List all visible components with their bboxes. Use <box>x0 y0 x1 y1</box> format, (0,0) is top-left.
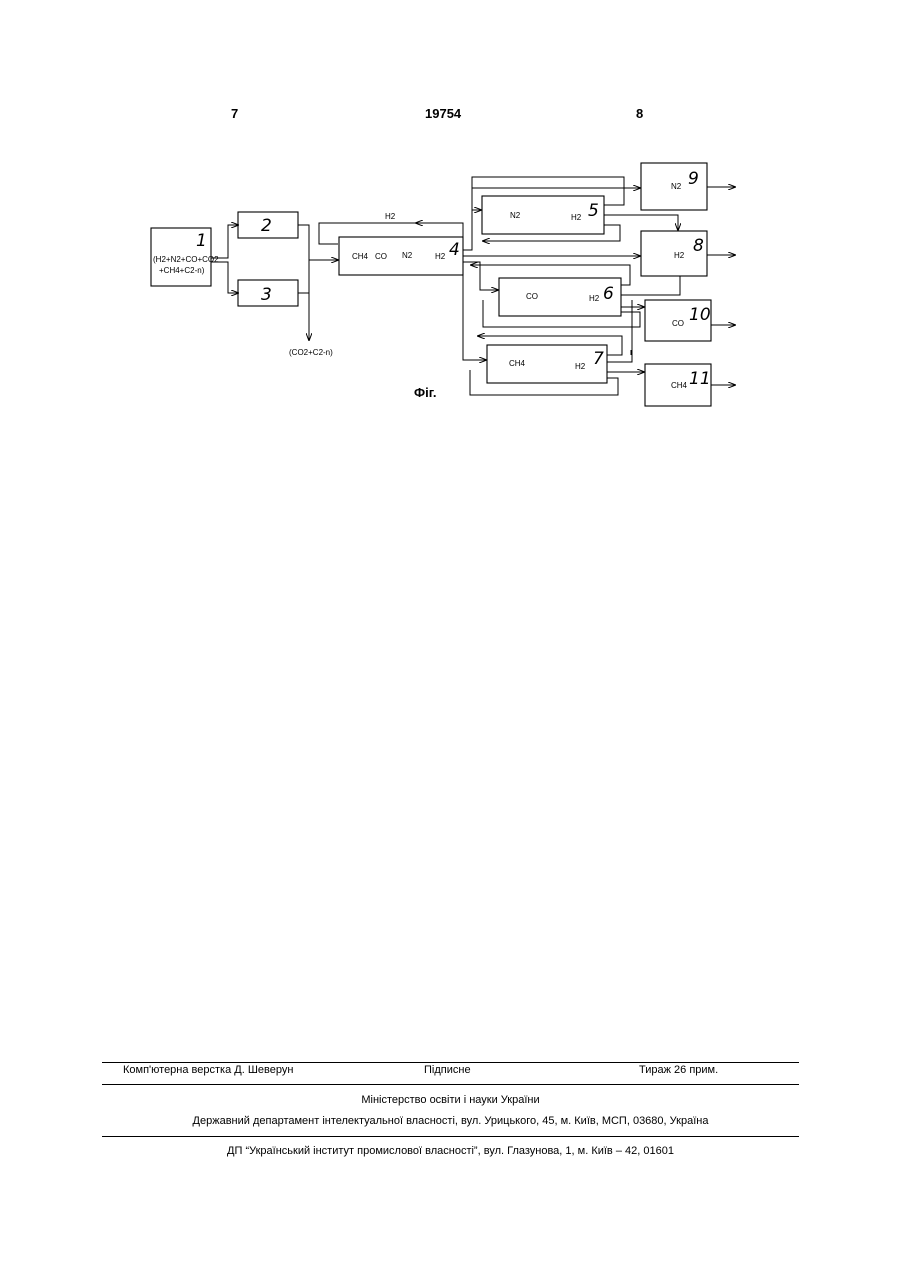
block-5-n2: N2 <box>510 211 521 220</box>
block-5-h2: H2 <box>571 213 582 222</box>
block-9-n2: N2 <box>671 182 682 191</box>
footer-signed: Підписне <box>424 1064 471 1076</box>
block-1-composition-line1: (H2+N2+CO+CO2 <box>153 255 219 264</box>
footer-typesetting: Комп'ютерна верстка Д. Шеверун <box>123 1064 293 1076</box>
block-11-ch4: CH4 <box>671 381 688 390</box>
block-2-number: 2 <box>261 216 272 236</box>
block-4-h2-recycle-label: H2 <box>385 212 396 221</box>
block-7-ch4: CH4 <box>509 359 526 368</box>
block-7-separator: 7 CH4 H2 <box>487 345 607 383</box>
block-3-number: 3 <box>261 285 272 305</box>
block-11-ch4-product: 11 CH4 <box>645 364 711 406</box>
block-3: 3 (CO2+C2-n) <box>238 280 333 357</box>
block-2: 2 <box>238 212 298 238</box>
block-9-n2-product: 9 N2 <box>641 163 707 210</box>
footer-department: Державний департамент інтелектуальної вл… <box>102 1115 799 1127</box>
footer-ministry: Міністерство освіти і науки України <box>102 1094 799 1106</box>
block-6-number: 6 <box>603 284 614 304</box>
block-6-separator: 6 CO H2 <box>499 278 621 316</box>
block-4-number: 4 <box>449 240 460 260</box>
block-6-h2: H2 <box>589 294 600 303</box>
footer-rule-middle <box>102 1084 799 1085</box>
footer-institute: ДП “Український інститут промислової вла… <box>102 1145 799 1157</box>
block-7-h2: H2 <box>575 362 586 371</box>
footer-rule-bottom <box>102 1136 799 1137</box>
block-5-separator: 5 N2 H2 <box>482 196 604 234</box>
block-4-separator: 4 CH4 CO N2 H2 <box>339 237 463 275</box>
block-7-number: 7 <box>593 349 604 369</box>
block-3-output-label: (CO2+C2-n) <box>289 348 333 357</box>
footer-circulation: Тираж 26 прим. <box>639 1064 718 1076</box>
block-1-feed: 1 (H2+N2+CO+CO2 +CH4+C2-n) <box>151 228 219 286</box>
figure-caption: Фіг. <box>414 385 436 400</box>
block-8-h2: H2 <box>674 251 685 260</box>
block-4-ch4: CH4 <box>352 252 369 261</box>
block-10-number: 10 <box>689 305 711 325</box>
block-9-number: 9 <box>688 169 699 189</box>
block-4-n2: N2 <box>402 251 413 260</box>
block-4-co: CO <box>375 252 387 261</box>
block-1-number: 1 <box>196 231 207 251</box>
block-8-number: 8 <box>693 236 704 256</box>
block-10-co-product: 10 CO <box>645 300 711 341</box>
block-4-h2: H2 <box>435 252 446 261</box>
process-flow-diagram: 1 (H2+N2+CO+CO2 +CH4+C2-n) 2 3 (CO2+C2-n… <box>0 0 901 420</box>
block-8-h2-product: 8 H2 <box>641 231 707 276</box>
block-10-co: CO <box>672 319 684 328</box>
block-1-composition-line2: +CH4+C2-n) <box>159 266 205 275</box>
block-11-number: 11 <box>689 369 711 389</box>
block-5-number: 5 <box>588 201 599 221</box>
footer-rule-top <box>102 1062 799 1063</box>
block-6-co: CO <box>526 292 538 301</box>
